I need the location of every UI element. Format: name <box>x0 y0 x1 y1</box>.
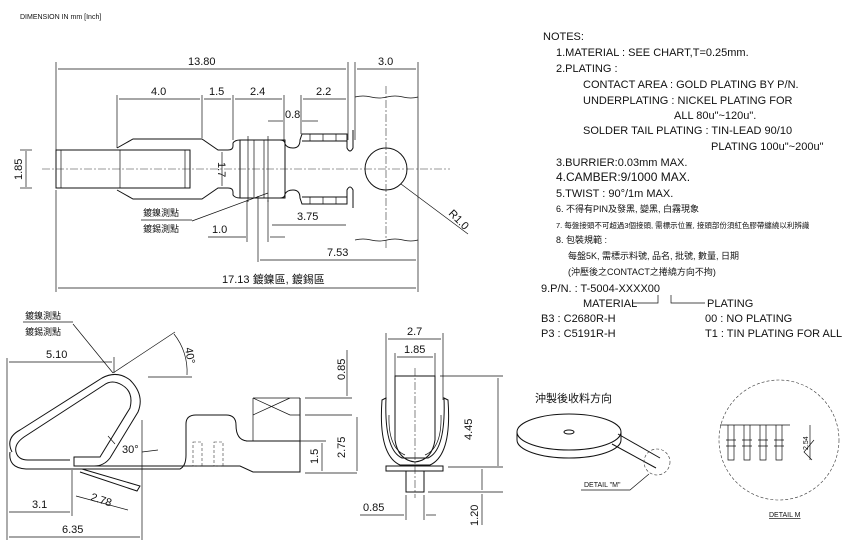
dim-17-13: 17.13 鍍鎳區, 鍍錫區 <box>222 272 325 286</box>
note-8-direction: (沖壓後之CONTACT之捲繞方向不拘) <box>568 266 716 277</box>
dim-front-1-85: 1.85 <box>404 344 425 356</box>
dim-0-8: 0.8 <box>285 109 300 121</box>
dim-2-75: 2.75 <box>336 437 348 458</box>
dim-2-2: 2.2 <box>316 86 331 98</box>
dim-1-5: 1.5 <box>209 86 224 98</box>
dim-1-20: 1.20 <box>469 505 481 526</box>
units-note: DIMENSION IN mm [Inch] <box>20 14 101 21</box>
dim-1-0: 1.0 <box>212 224 227 236</box>
material-b3: B3 : C2680R-H <box>541 313 616 325</box>
reel-diagram: 沖製後收料方向 DETAIL "M" 2.54 DETAIL M <box>516 379 840 519</box>
dim-side-1-5: 1.5 <box>309 449 321 464</box>
dim-1-7: 1.7 <box>215 162 227 177</box>
dim-2-78: 2.78 <box>89 491 113 509</box>
notes-title: NOTES: <box>543 31 584 43</box>
note-2-solder: SOLDER TAIL PLATING : TIN-LEAD 90/10 <box>583 125 792 137</box>
note-5: 5.TWIST : 90°/1m MAX. <box>556 188 673 200</box>
detail-m-terminals <box>726 425 784 461</box>
dim-2-4: 2.4 <box>250 86 265 98</box>
detail-m-title: DETAIL M <box>769 512 801 519</box>
tin-test-point-label: 鍍錫測點 <box>143 223 179 234</box>
note-4: 4.CAMBER:9/1000 MAX. <box>556 170 690 184</box>
plating-00: 00 : NO PLATING <box>705 313 792 325</box>
note-8-packing: 每盤5K, 需標示料號, 品名, 批號, 數量, 日期 <box>568 250 739 261</box>
note-8: 8. 包裝規範 : <box>556 234 607 245</box>
dim-side-0-85: 0.85 <box>336 359 348 380</box>
note-9-pn: 9.P/N. : T-5004-XXXX00 <box>541 283 660 295</box>
note-2: 2.PLATING : <box>556 63 618 75</box>
dim-7-53: 7.53 <box>327 247 348 259</box>
dim-6-35: 6.35 <box>62 524 83 536</box>
plating-t1: T1 : TIN PLATING FOR ALL <box>705 328 842 340</box>
side-nickel-test-point-label: 鍍鎳測點 <box>25 310 61 321</box>
note-2-underplating-range: ALL 80u"~120u". <box>674 110 756 122</box>
dim-3-0: 3.0 <box>378 56 393 68</box>
dim-3-75: 3.75 <box>297 211 318 223</box>
dim-5-10: 5.10 <box>46 349 67 361</box>
note-2-contact: CONTACT AREA : GOLD PLATING BY P/N. <box>583 79 799 91</box>
dim-13-80: 13.80 <box>188 56 216 68</box>
note-2-underplating: UNDERPLATING : NICKEL PLATING FOR <box>583 95 792 107</box>
dim-1-85: 1.85 <box>13 159 25 180</box>
dim-2-7: 2.7 <box>407 326 422 338</box>
pn-plating-label: PLATING <box>707 298 753 310</box>
material-p3: P3 : C5191R-H <box>541 328 616 340</box>
detail-m-pitch: 2.54 <box>803 436 810 450</box>
dim-front-0-85: 0.85 <box>363 502 384 514</box>
note-3: 3.BURRIER:0.03mm MAX. <box>556 157 687 169</box>
reel-direction-label: 沖製後收料方向 <box>535 391 612 405</box>
side-view: 鍍鎳測點 鍍錫測點 5.10 40° 30° 2.78 3.1 6.35 0.8… <box>6 310 358 540</box>
angle-40: 40° <box>182 346 197 364</box>
notes: NOTES: 1.MATERIAL : SEE CHART,T=0.25mm. … <box>541 31 842 340</box>
dim-3-1: 3.1 <box>32 499 47 511</box>
detail-m-callout: DETAIL "M" <box>584 482 621 489</box>
angle-30: 30° <box>122 444 139 456</box>
side-tin-test-point-label: 鍍錫測點 <box>25 326 61 337</box>
note-6: 6. 不得有PIN及發黑, 變黑, 白霧現象 <box>556 203 699 214</box>
note-7: 7. 每盤接頭不可超過3個接頭, 需標示位置, 接頭部份須紅色膠帶纏繞以利辨識 <box>556 220 810 230</box>
dim-4-45: 4.45 <box>463 419 475 440</box>
nickel-test-point-label: 鍍鎳測點 <box>143 207 179 218</box>
note-2-solder-range: PLATING 100u"~200u" <box>711 141 824 153</box>
front-view: 2.7 1.85 4.45 1.20 0.85 <box>360 326 503 526</box>
dim-4-0: 4.0 <box>151 86 166 98</box>
note-1: 1.MATERIAL : SEE CHART,T=0.25mm. <box>556 47 749 59</box>
pn-material-label: MATERIAL <box>583 298 637 310</box>
top-view: 13.80 3.0 4.0 1.5 2.4 2.2 0.8 1.7 <box>13 56 471 292</box>
